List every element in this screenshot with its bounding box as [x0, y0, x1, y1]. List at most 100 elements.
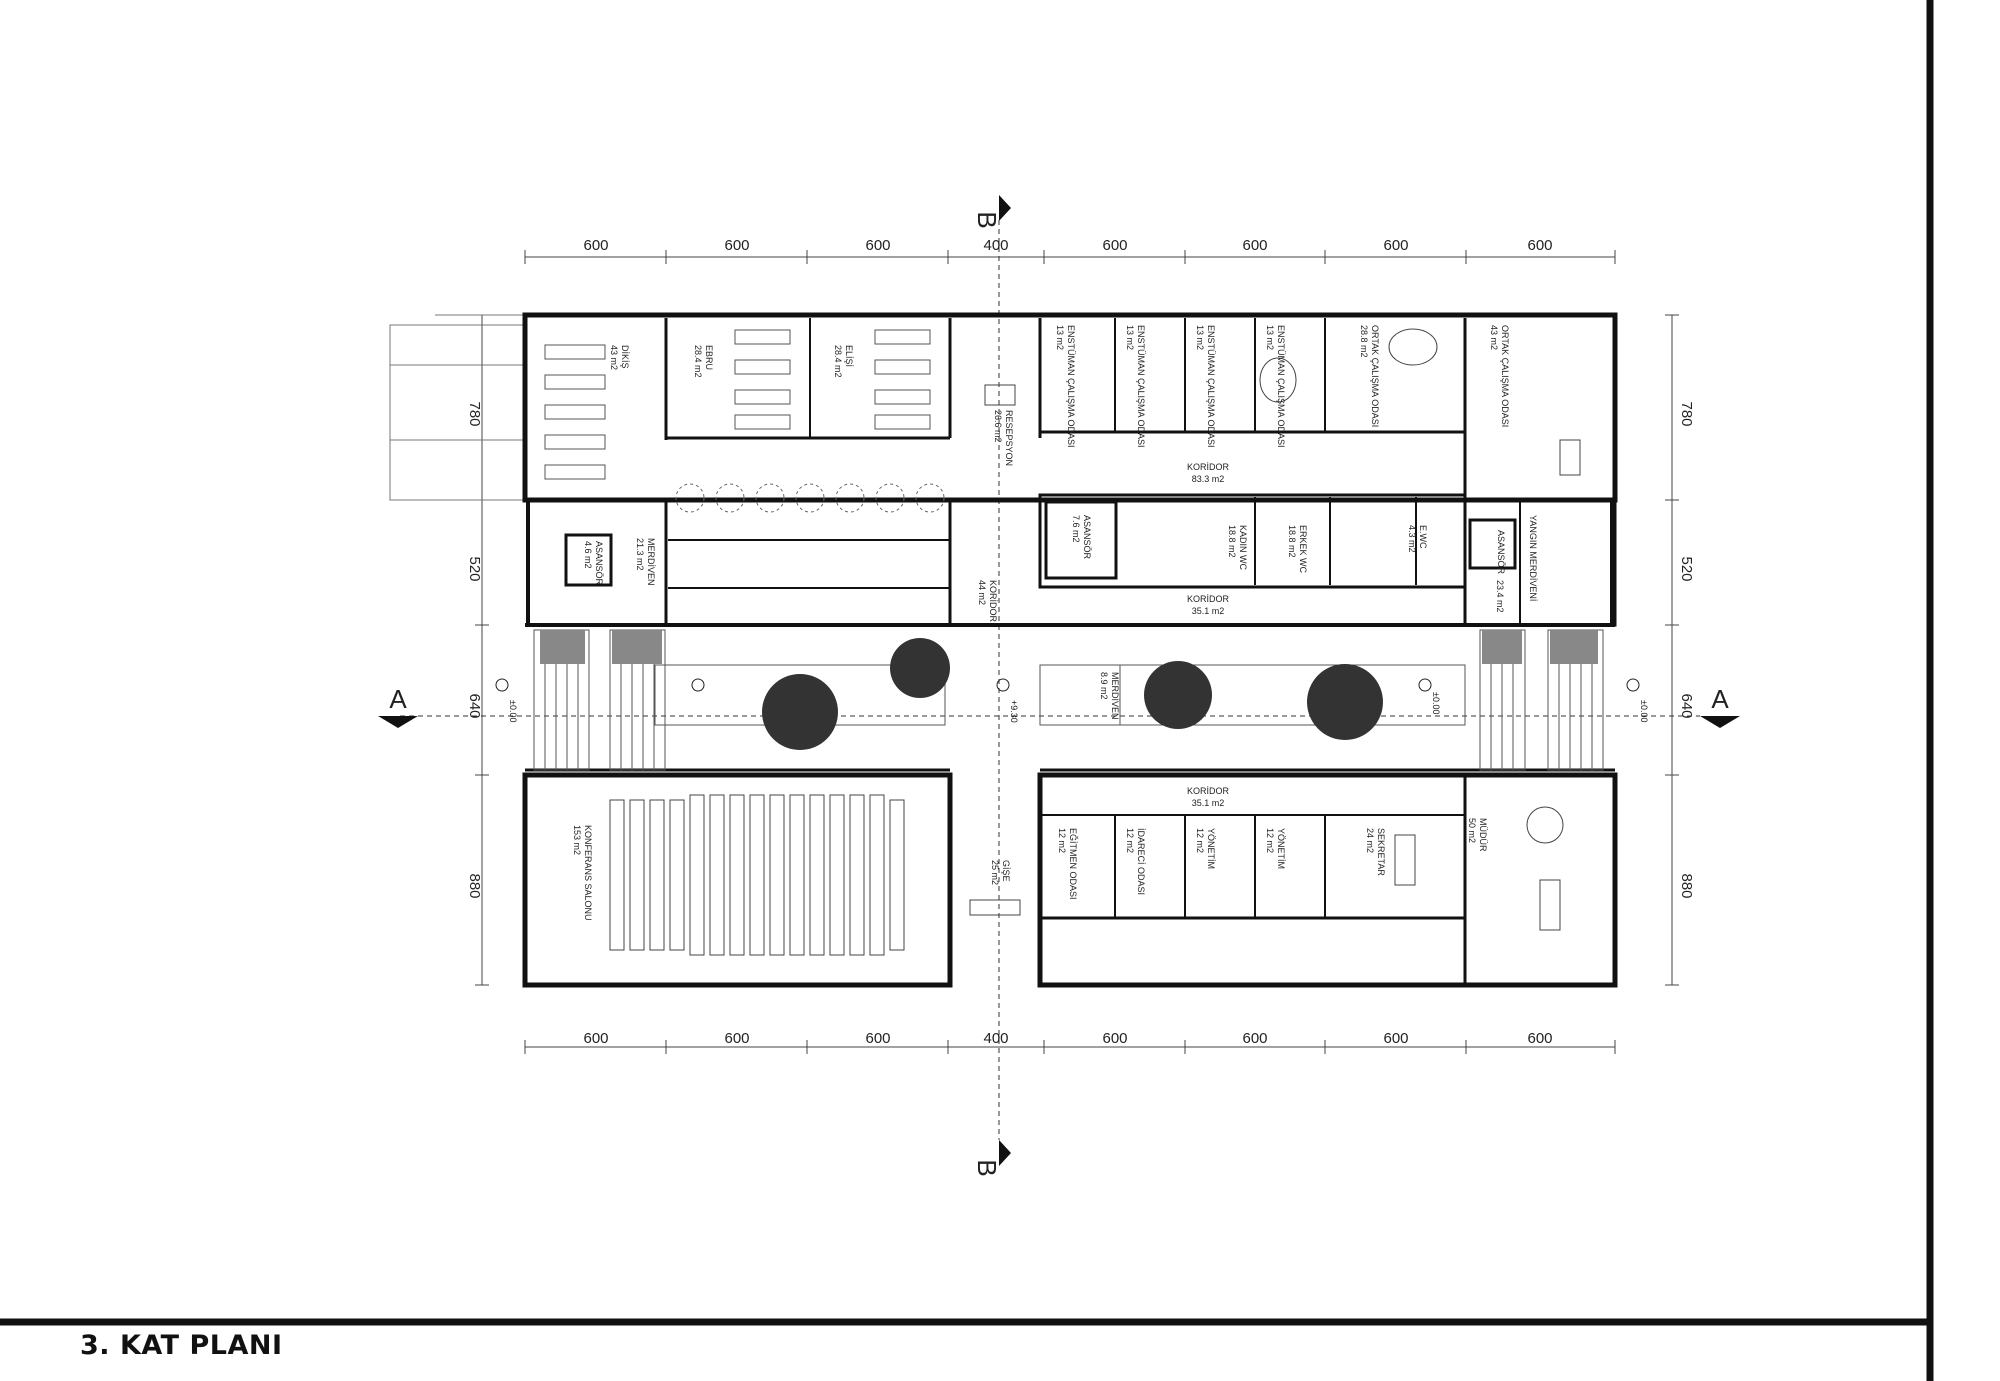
dim-bottom-5: 600 — [1102, 1030, 1127, 1047]
room-name: KONFERANS SALONU — [583, 825, 593, 921]
section-label-a-left: A — [389, 684, 407, 714]
room-enst2: ENSTÜMAN ÇALIŞMA ODASI 13 m2 — [1125, 325, 1146, 448]
dim-right-1: 780 — [1678, 401, 1695, 426]
room-name: ASANSÖR — [1082, 515, 1092, 560]
room-egitmen: EĞİTMEN ODASI 12 m2 — [1057, 828, 1078, 900]
room-name: MERDİVEN — [1110, 672, 1120, 720]
room-asansor-right: ASANSÖR — [1496, 530, 1506, 575]
room-area: 25 m2 — [990, 860, 1000, 885]
room-elisi: ELİŞİ 28.4 m2 — [833, 345, 854, 378]
room-name: EĞİTMEN ODASI — [1068, 828, 1078, 900]
room-area: 23.4 m2 — [1495, 580, 1505, 613]
dim-top-4: 400 — [983, 237, 1008, 254]
room-name: YÖNETİM — [1206, 828, 1216, 869]
room-area: 13 m2 — [1195, 325, 1205, 350]
room-name: ENSTÜMAN ÇALIŞMA ODASI — [1206, 325, 1216, 448]
room-dikis: DİKİŞ 43 m2 — [609, 345, 630, 370]
room-area: 8.9 m2 — [1099, 672, 1109, 700]
room-area: 12 m2 — [1195, 828, 1205, 853]
room-name: ASANSÖR — [594, 541, 604, 586]
room-area: 12 m2 — [1265, 828, 1275, 853]
room-erkek-wc: ERKEK WC 18.8 m2 — [1287, 525, 1308, 574]
room-enst1: ENSTÜMAN ÇALIŞMA ODASI 13 m2 — [1055, 325, 1076, 448]
stair-top-left-2 — [612, 630, 662, 664]
room-koridor-center: KORİDOR 44 m2 — [977, 580, 998, 623]
level-right-1: ±0.00 — [1431, 692, 1441, 714]
room-name: ASANSÖR — [1496, 530, 1506, 575]
dim-left-3: 640 — [466, 693, 483, 718]
room-area: 12 m2 — [1057, 828, 1067, 853]
building-walls — [522, 312, 1618, 988]
room-name: ELİŞİ — [844, 345, 854, 367]
room-name: MERDİVEN — [646, 538, 656, 586]
dim-top-3: 600 — [865, 237, 890, 254]
room-area: 7.6 m2 — [1071, 515, 1081, 543]
room-area: 4.6 m2 — [583, 541, 593, 569]
level-left: ±0.00 — [508, 700, 518, 722]
dim-left-2: 520 — [466, 556, 483, 581]
room-area: 28.4 m2 — [833, 345, 843, 378]
dim-top-5: 600 — [1102, 237, 1127, 254]
dim-bottom-3: 600 — [865, 1030, 890, 1047]
room-area: 13 m2 — [1055, 325, 1065, 350]
sheet-title: 3. KAT PLANI — [80, 1330, 283, 1361]
dim-bottom-8: 600 — [1527, 1030, 1552, 1047]
room-enst3: ENSTÜMAN ÇALIŞMA ODASI 13 m2 — [1195, 325, 1216, 448]
room-name: ENSTÜMAN ÇALIŞMA ODASI — [1066, 325, 1076, 448]
room-area: 4.3 m2 — [1407, 525, 1417, 553]
stair-top-right — [1550, 630, 1598, 664]
room-name: E.WC — [1418, 525, 1428, 549]
dim-top-6: 600 — [1242, 237, 1267, 254]
room-area: 13 m2 — [1265, 325, 1275, 350]
room-area: 26.6 m2 — [993, 410, 1003, 443]
room-area: 24 m2 — [1365, 828, 1375, 853]
level-markers — [495, 678, 1640, 692]
courtyard-stairs — [533, 629, 1604, 771]
room-koridor-bottom: KORİDOR 35.1 m2 — [1187, 786, 1230, 808]
room-resepsiyon: RESEPSYON 26.6 m2 — [993, 410, 1014, 466]
dim-bottom-4: 400 — [983, 1030, 1008, 1047]
room-area: 35.1 m2 — [1192, 606, 1225, 616]
room-area: 28.8 m2 — [1359, 325, 1369, 358]
conference-seats — [609, 794, 905, 956]
room-ortak2: ORTAK ÇALIŞMA ODASI 43 m2 — [1489, 325, 1510, 427]
dim-top-7: 600 — [1383, 237, 1408, 254]
room-area: 44 m2 — [977, 580, 987, 605]
classroom-desks — [544, 329, 931, 480]
room-name: KADIN WC — [1238, 525, 1248, 571]
section-arrow-a-right — [1700, 716, 1740, 728]
external-stair — [389, 314, 526, 501]
dimension-top — [524, 250, 1616, 264]
section-label-b-bottom: B — [972, 1159, 1002, 1176]
room-asansor-mid: ASANSÖR 7.6 m2 — [1071, 515, 1092, 560]
room-area: 35.1 m2 — [1192, 798, 1225, 808]
room-area: 28.4 m2 — [693, 345, 703, 378]
room-name: İDARECİ ODASI — [1136, 828, 1146, 895]
room-gise: GİŞE 25 m2 — [990, 860, 1011, 885]
room-area: 18.8 m2 — [1287, 525, 1297, 558]
room-yonetim1: YÖNETİM 12 m2 — [1195, 828, 1216, 869]
room-merdiven-mid: MERDİVEN 8.9 m2 — [1099, 672, 1120, 720]
room-name: SEKRETAR — [1376, 828, 1386, 876]
room-koridor-mid: KORİDOR 35.1 m2 — [1187, 594, 1230, 616]
room-name: ORTAK ÇALIŞMA ODASI — [1500, 325, 1510, 427]
room-mudur: MÜDÜR 50 m2 — [1467, 818, 1488, 852]
room-name: MÜDÜR — [1478, 818, 1488, 852]
dimension-right — [1665, 314, 1679, 986]
room-area: 12 m2 — [1125, 828, 1135, 853]
section-label-b-top: B — [972, 211, 1002, 228]
room-name: YANGIN MERDİVENİ — [1528, 515, 1538, 601]
room-name: KORİDOR — [1187, 594, 1230, 604]
room-area: 21.3 m2 — [635, 538, 645, 571]
room-name: ENSTÜMAN ÇALIŞMA ODASI — [1276, 325, 1286, 448]
corridor-circles — [675, 483, 945, 513]
room-area: 18.8 m2 — [1227, 525, 1237, 558]
room-name: ENSTÜMAN ÇALIŞMA ODASI — [1136, 325, 1146, 448]
dim-bottom-1: 600 — [583, 1030, 608, 1047]
furniture — [969, 328, 1581, 931]
room-idareci: İDARECİ ODASI 12 m2 — [1125, 828, 1146, 895]
stair-top-left — [540, 630, 585, 664]
room-name: YÖNETİM — [1276, 828, 1286, 869]
